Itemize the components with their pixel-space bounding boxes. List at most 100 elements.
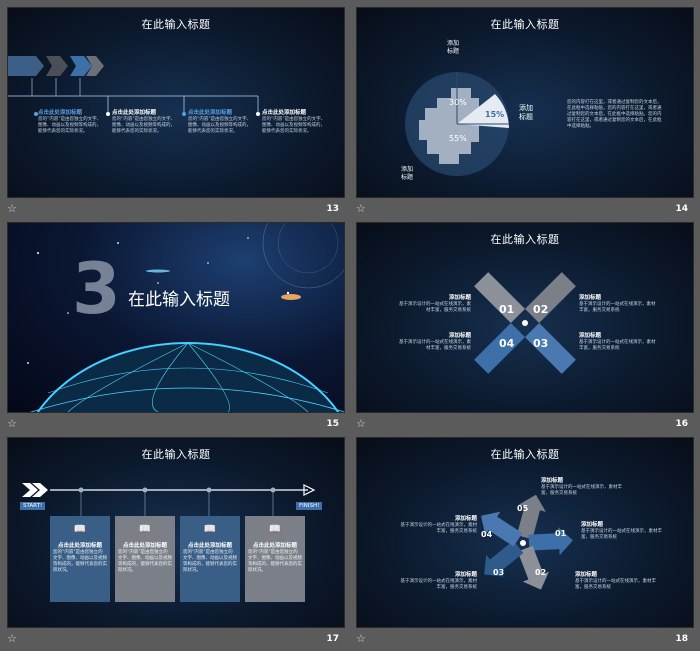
slide-thumbnail-15[interactable]: 3 在此输入标题 ☆ 15 <box>7 222 345 436</box>
slide-thumbnail-18[interactable]: 在此输入标题 01 02 03 04 05 添加标题 基于演示设计的一站式在线演… <box>356 437 694 651</box>
item-heading: 添加标题 <box>579 333 602 339</box>
item-body: 基于演示设计的一站式在线演示，素材丰富，服务交易系统 <box>575 579 656 590</box>
slide-13[interactable]: 在此输入标题 点击此处添加标题 您的“内容”是由您独立的文字、图像、动画以及视频… <box>7 7 345 198</box>
item-heading: 点击此处添加标题 <box>188 110 233 116</box>
step-card: 📖 点击此处添加标题 您的“内容”是由您独立的文字、图像、动画以及视频等构成的，… <box>245 516 305 602</box>
star-icon[interactable]: ☆ <box>356 632 366 645</box>
card-body: 您的“内容”是由您独立的文字、图像、动画以及视频等构成的，能够代表您的实际状况。 <box>183 550 237 573</box>
item-body: 基于演示设计的一站式在线演示，素材丰富，服务交易系统 <box>399 302 471 313</box>
badge: 02 <box>533 303 549 316</box>
star-icon[interactable]: ☆ <box>7 417 17 430</box>
badge: 04 <box>481 530 493 539</box>
card-body: 您的“内容”是由您独立的文字、图像、动画以及视频等构成的，能够代表您的实际状况。 <box>248 550 302 573</box>
slide-number: 17 <box>326 634 339 644</box>
slide-18[interactable]: 在此输入标题 01 02 03 04 05 添加标题 基于演示设计的一站式在线演… <box>356 437 694 628</box>
slide-number: 16 <box>675 419 688 429</box>
slide-title: 在此输入标题 <box>490 18 560 31</box>
card-body: 您的“内容”是由您独立的文字、图像、动画以及视频等构成的，能够代表您的实际状况。 <box>118 550 172 573</box>
body-text: 您的内容打在这里，或者通过复制您的文本后，在此框中选择粘贴，您的内容打在这里，或… <box>567 100 662 129</box>
slide-footer: ☆ 13 <box>7 203 345 217</box>
badge: 02 <box>535 568 547 577</box>
info-item: 添加标题 基于演示设计的一站式在线演示，素材丰富，服务交易系统 <box>399 295 471 314</box>
item-heading: 添加标题 <box>575 572 598 578</box>
star-icon[interactable]: ☆ <box>356 417 366 430</box>
label-bottom: 添加 标题 <box>401 166 414 181</box>
finish-label: FINISH! <box>296 502 323 510</box>
timeline-connectors <box>8 78 260 116</box>
badge: 01 <box>555 529 567 538</box>
label-top: 添加 标题 <box>447 40 460 55</box>
slide-thumbnail-14[interactable]: 在此输入标题 添加 标题 添加 标题 添加 标题 30% 15% 55% 您的内… <box>356 7 694 221</box>
starfield <box>27 223 344 412</box>
book-icon: 📖 <box>73 524 87 535</box>
slide-thumbnail-16[interactable]: 在此输入标题 01 02 03 04 添加标题 基于演示设计的一站式在线演示，素… <box>356 222 694 436</box>
pct-label: 55% <box>449 134 467 143</box>
star-icon[interactable]: ☆ <box>7 632 17 645</box>
slide-footer: ☆ 15 <box>7 418 345 432</box>
info-item: 添加标题 基于演示设计的一站式在线演示，素材丰富，服务交易系统 <box>579 295 659 314</box>
slide-thumbnail-17[interactable]: 在此输入标题 START! FINISH! 📖 点击此处添加标题 您的“内容”是… <box>7 437 345 651</box>
item-heading: 添加标题 <box>579 295 602 301</box>
slide-number: 13 <box>326 204 339 214</box>
card-heading: 点击此处添加标题 <box>57 543 102 549</box>
item-heading: 添加标题 <box>448 333 471 339</box>
slide-title: 在此输入标题 <box>490 448 560 461</box>
badge: 04 <box>499 337 515 350</box>
slide-number: 14 <box>675 204 688 214</box>
star-icon[interactable]: ☆ <box>7 202 17 215</box>
star-icon[interactable]: ☆ <box>356 202 366 215</box>
slide-15[interactable]: 3 在此输入标题 <box>7 222 345 413</box>
slide-footer: ☆ 16 <box>356 418 694 432</box>
timeline-item: 点击此处添加标题 您的“内容”是由您独立的文字、图像、动画以及视频等构成的，能够… <box>38 110 102 135</box>
card-heading: 点击此处添加标题 <box>122 543 167 549</box>
slide-title: 在此输入标题 <box>141 448 211 461</box>
book-icon: 📖 <box>268 524 282 535</box>
item-body: 您的“内容”是由您独立的文字、图像、动画以及视频等构成的，能够代表您的实际状况。 <box>262 117 326 134</box>
timeline-arrow <box>22 483 316 516</box>
item-body: 您的“内容”是由您独立的文字、图像、动画以及视频等构成的，能够代表您的实际状况。 <box>112 117 176 134</box>
item-heading: 添加标题 <box>454 516 477 522</box>
item-heading: 添加标题 <box>448 295 471 301</box>
pct-label: 30% <box>449 98 467 107</box>
slide-footer: ☆ 14 <box>356 203 694 217</box>
slide-14[interactable]: 在此输入标题 添加 标题 添加 标题 添加 标题 30% 15% 55% 您的内… <box>356 7 694 198</box>
section-number: 3 <box>72 248 121 330</box>
label-right: 添加 标题 <box>519 104 533 121</box>
item-heading: 点击此处添加标题 <box>262 110 307 116</box>
badge: 03 <box>493 568 505 577</box>
item-body: 您的“内容”是由您独立的文字、图像、动画以及视频等构成的，能够代表您的实际状况。 <box>188 117 252 134</box>
item-body: 基于演示设计的一站式在线演示，素材丰富，服务交易系统 <box>579 302 656 313</box>
slide-16[interactable]: 在此输入标题 01 02 03 04 添加标题 基于演示设计的一站式在线演示，素… <box>356 222 694 413</box>
start-label: START! <box>20 502 46 510</box>
item-heading: 添加标题 <box>541 478 564 484</box>
item-body: 基于演示设计的一站式在线演示，素材丰富，服务交易系统 <box>581 529 662 540</box>
item-body: 基于演示设计的一站式在线演示，素材丰富，服务交易系统 <box>400 579 478 590</box>
timeline-item: 点击此处添加标题 您的“内容”是由您独立的文字、图像、动画以及视频等构成的，能够… <box>112 110 176 135</box>
badge: 03 <box>533 337 549 350</box>
slide-footer: ☆ 17 <box>7 633 345 647</box>
item-heading: 添加标题 <box>454 572 477 578</box>
card-body: 您的“内容”是由您独立的文字、图像、动画以及视频等构成的，能够代表您的实际状况。 <box>53 550 107 573</box>
item-heading: 点击此处添加标题 <box>112 110 157 116</box>
item-body: 您的“内容”是由您独立的文字、图像、动画以及视频等构成的，能够代表您的实际状况。 <box>38 117 102 134</box>
slide-17[interactable]: 在此输入标题 START! FINISH! 📖 点击此处添加标题 您的“内容”是… <box>7 437 345 628</box>
pct-label: 15% <box>485 110 505 119</box>
slide-number: 18 <box>675 634 688 644</box>
timeline-item: 点击此处添加标题 您的“内容”是由您独立的文字、图像、动画以及视频等构成的，能够… <box>262 110 326 135</box>
step-card: 📖 点击此处添加标题 您的“内容”是由您独立的文字、图像、动画以及视频等构成的，… <box>50 516 110 602</box>
slide-title: 在此输入标题 <box>141 18 211 31</box>
item-body: 基于演示设计的一站式在线演示，素材丰富，服务交易系统 <box>541 485 622 496</box>
item-body: 基于演示设计的一站式在线演示，素材丰富，服务交易系统 <box>400 523 478 534</box>
item-body: 基于演示设计的一站式在线演示，素材丰富，服务交易系统 <box>579 340 656 351</box>
info-item: 添加标题 基于演示设计的一站式在线演示，素材丰富，服务交易系统 <box>397 516 478 535</box>
info-item: 添加标题 基于演示设计的一站式在线演示，素材丰富，服务交易系统 <box>541 478 625 497</box>
chevron-arrows <box>8 56 104 76</box>
card-heading: 点击此处添加标题 <box>187 543 232 549</box>
card-heading: 点击此处添加标题 <box>252 543 297 549</box>
info-item: 添加标题 基于演示设计的一站式在线演示，素材丰富，服务交易系统 <box>581 522 665 541</box>
x-diagram <box>474 272 576 374</box>
slide-thumbnail-13[interactable]: 在此输入标题 点击此处添加标题 您的“内容”是由您独立的文字、图像、动画以及视频… <box>7 7 345 221</box>
item-heading: 添加标题 <box>581 522 604 528</box>
section-title: 在此输入标题 <box>128 290 230 310</box>
polar-area-chart <box>405 72 509 176</box>
